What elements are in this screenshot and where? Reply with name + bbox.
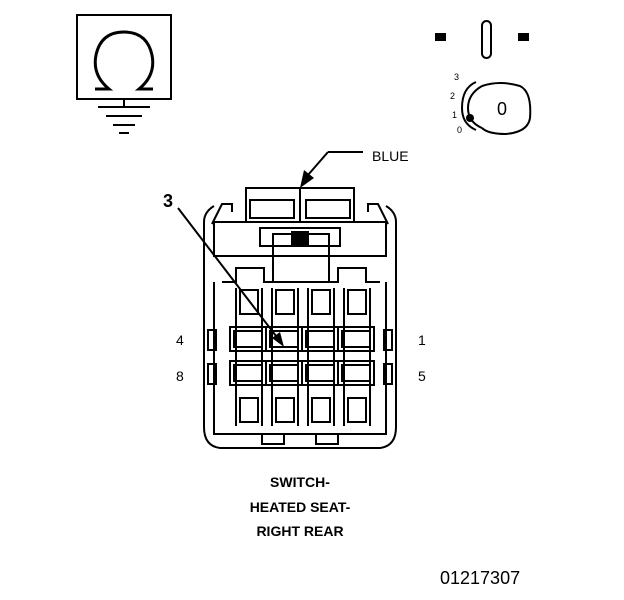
- pin-label-4: 4: [176, 332, 184, 348]
- key-label: 0: [497, 99, 507, 119]
- ignition-key-icon: 3 2 1 0 0: [435, 20, 532, 136]
- color-callout: BLUE: [300, 148, 409, 188]
- pin-callout: 3: [163, 191, 284, 347]
- caption-line-2: HEATED SEAT-: [249, 499, 351, 515]
- pin-channels: [235, 288, 371, 426]
- key-position-2: 2: [450, 91, 455, 101]
- caption-line-3: RIGHT REAR: [256, 523, 344, 539]
- key-position-1: 1: [452, 110, 457, 120]
- key-position-3: 3: [454, 72, 459, 82]
- connector-body: [203, 187, 397, 449]
- callout-pin-number: 3: [163, 191, 173, 211]
- pin-label-5: 5: [418, 368, 426, 384]
- part-number: 01217307: [440, 568, 521, 588]
- pin-label-1: 1: [418, 332, 426, 348]
- pin-label-8: 8: [176, 368, 184, 384]
- ground-symbol-icon: [76, 14, 172, 134]
- key-position-0: 0: [457, 125, 462, 135]
- pin-cavities-row-2: [229, 360, 375, 386]
- caption-line-1: SWITCH-: [270, 474, 330, 490]
- color-label: BLUE: [372, 148, 409, 164]
- pin-cavities-row-1: [229, 326, 375, 352]
